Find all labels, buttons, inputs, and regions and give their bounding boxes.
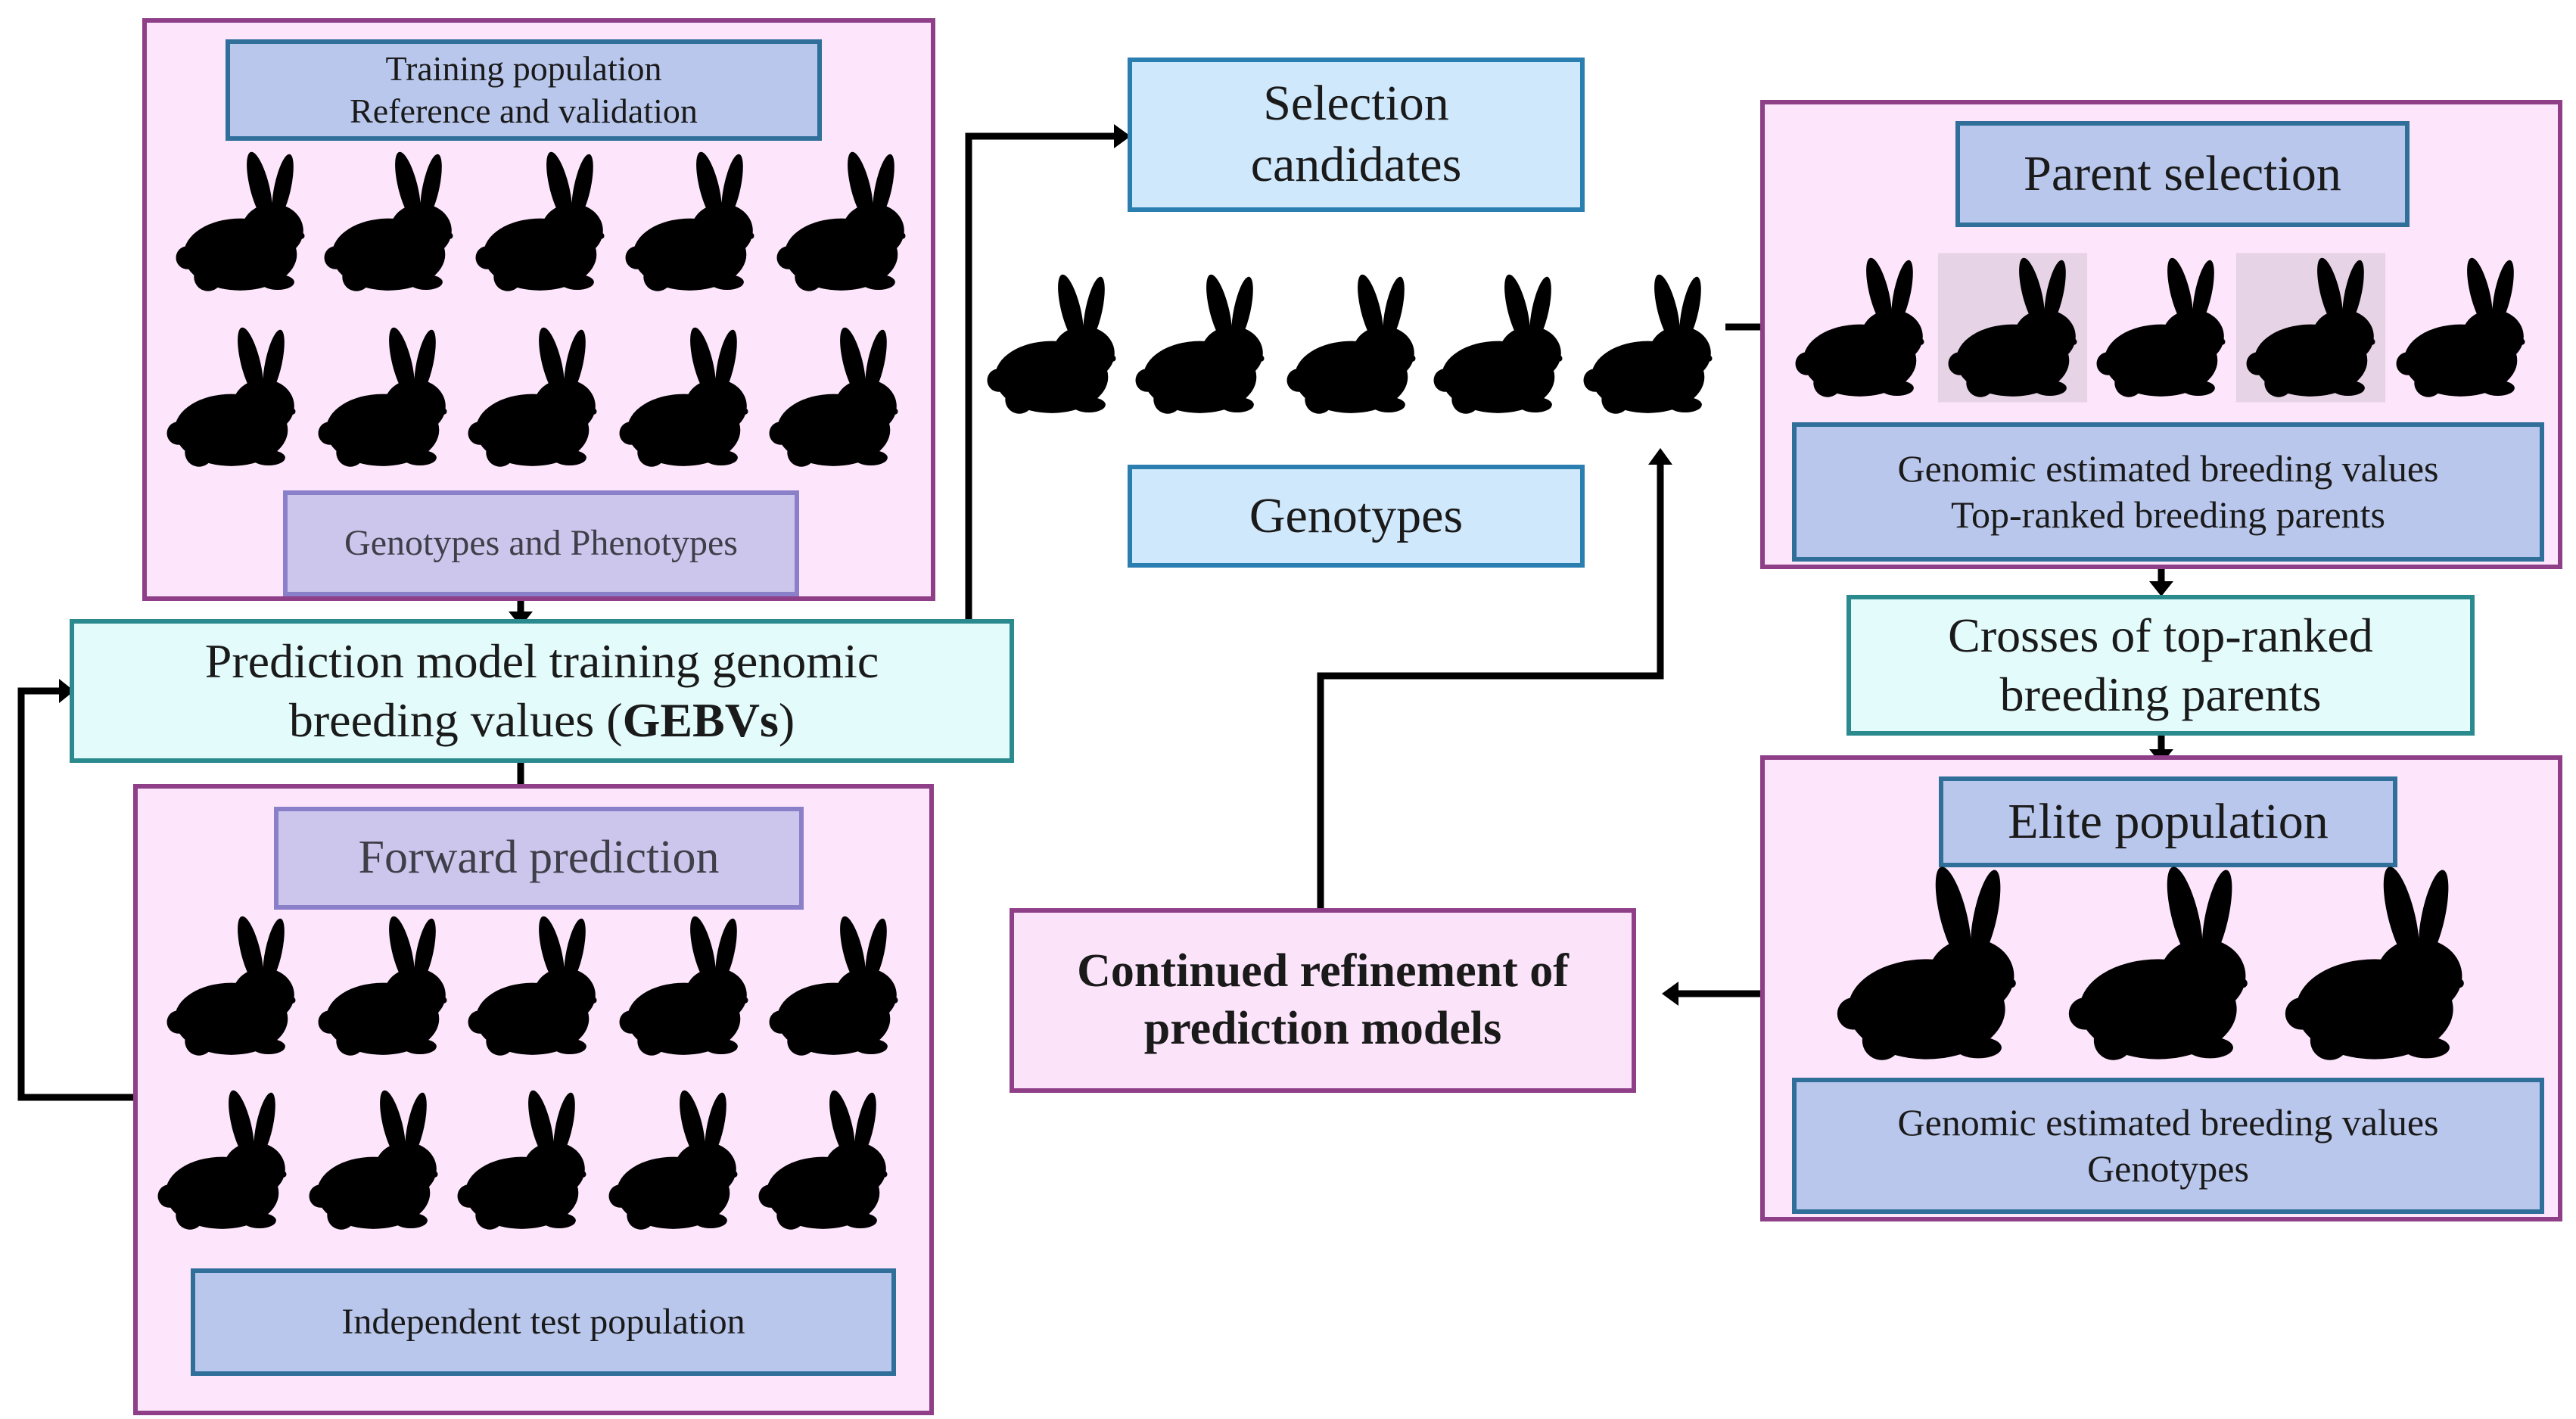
rabbit-icon bbox=[769, 913, 898, 1056]
rabbit-icon bbox=[457, 1088, 586, 1230]
rabbit-icon bbox=[2285, 864, 2464, 1060]
rabbit-icon bbox=[2396, 255, 2525, 397]
rabbit-icon bbox=[475, 149, 605, 291]
parent-selection-title: Parent selection bbox=[1955, 121, 2410, 227]
crosses-box: Crosses of top-ranked breeding parents bbox=[1846, 595, 2475, 736]
rabbit-icon bbox=[2235, 253, 2386, 403]
rabbit-icon bbox=[1286, 272, 1416, 414]
prediction-model-box: Prediction model training genomic breedi… bbox=[70, 619, 1014, 763]
prediction-model-line-2: breeding values (GEBVs) bbox=[288, 693, 795, 747]
rabbit-icon bbox=[2068, 864, 2248, 1060]
genotypes-phenotypes-label: Genotypes and Phenotypes bbox=[283, 490, 799, 596]
independent-test-population-label: Independent test population bbox=[191, 1268, 896, 1376]
rabbit-icon bbox=[769, 325, 898, 467]
rabbit-icon bbox=[468, 325, 597, 467]
rabbit-icon bbox=[776, 149, 906, 291]
rabbit-icon bbox=[987, 272, 1116, 414]
selection-candidates-box: Selection candidates bbox=[1128, 58, 1585, 212]
rabbit-icon bbox=[157, 1088, 287, 1230]
rabbit-icon bbox=[166, 325, 296, 467]
training-population-panel: Training population Reference and valida… bbox=[142, 18, 935, 601]
training-title-line-2: Reference and validation bbox=[350, 92, 698, 130]
rabbit-icon bbox=[2096, 255, 2226, 397]
genotypes-box: Genotypes bbox=[1128, 465, 1585, 568]
training-population-title: Training population Reference and valida… bbox=[226, 39, 822, 141]
gebvs-term: GEBVs bbox=[622, 693, 779, 747]
rabbit-icon bbox=[324, 149, 453, 291]
rabbit-icon bbox=[468, 913, 597, 1056]
arrow-elite-to-refinement bbox=[1662, 982, 1762, 1006]
parent-selection-footer: Genomic estimated breeding values Top-ra… bbox=[1792, 422, 2544, 562]
rabbit-icon bbox=[318, 913, 447, 1056]
forward-prediction-title: Forward prediction bbox=[274, 807, 804, 910]
elite-population-title: Elite population bbox=[1939, 776, 2397, 867]
rabbit-icon bbox=[176, 149, 305, 291]
rabbit-icon bbox=[1837, 864, 2016, 1060]
rabbit-icon bbox=[318, 325, 447, 467]
prediction-model-line-1: Prediction model training genomic bbox=[204, 633, 879, 688]
arrow-refinement-to-candidates bbox=[1317, 448, 1672, 908]
rabbit-icon bbox=[1583, 272, 1713, 414]
rabbit-icon bbox=[758, 1088, 888, 1230]
rabbit-icon bbox=[625, 149, 754, 291]
training-title-line-1: Training population bbox=[385, 48, 662, 88]
rabbit-icon bbox=[619, 913, 748, 1056]
arrow-forward-loop-to-model bbox=[17, 679, 135, 1101]
rabbit-icon bbox=[1795, 255, 1924, 397]
rabbit-icon bbox=[1135, 272, 1265, 414]
rabbit-icon bbox=[1433, 272, 1563, 414]
rabbit-icon bbox=[608, 1088, 738, 1230]
rabbit-icon bbox=[309, 1088, 438, 1230]
continued-refinement-box: Continued refinement of prediction model… bbox=[1010, 908, 1636, 1093]
rabbit-icon bbox=[1937, 253, 2088, 403]
elite-population-footer: Genomic estimated breeding values Genoty… bbox=[1792, 1078, 2544, 1214]
rabbit-icon bbox=[166, 913, 296, 1056]
rabbit-icon bbox=[619, 325, 748, 467]
